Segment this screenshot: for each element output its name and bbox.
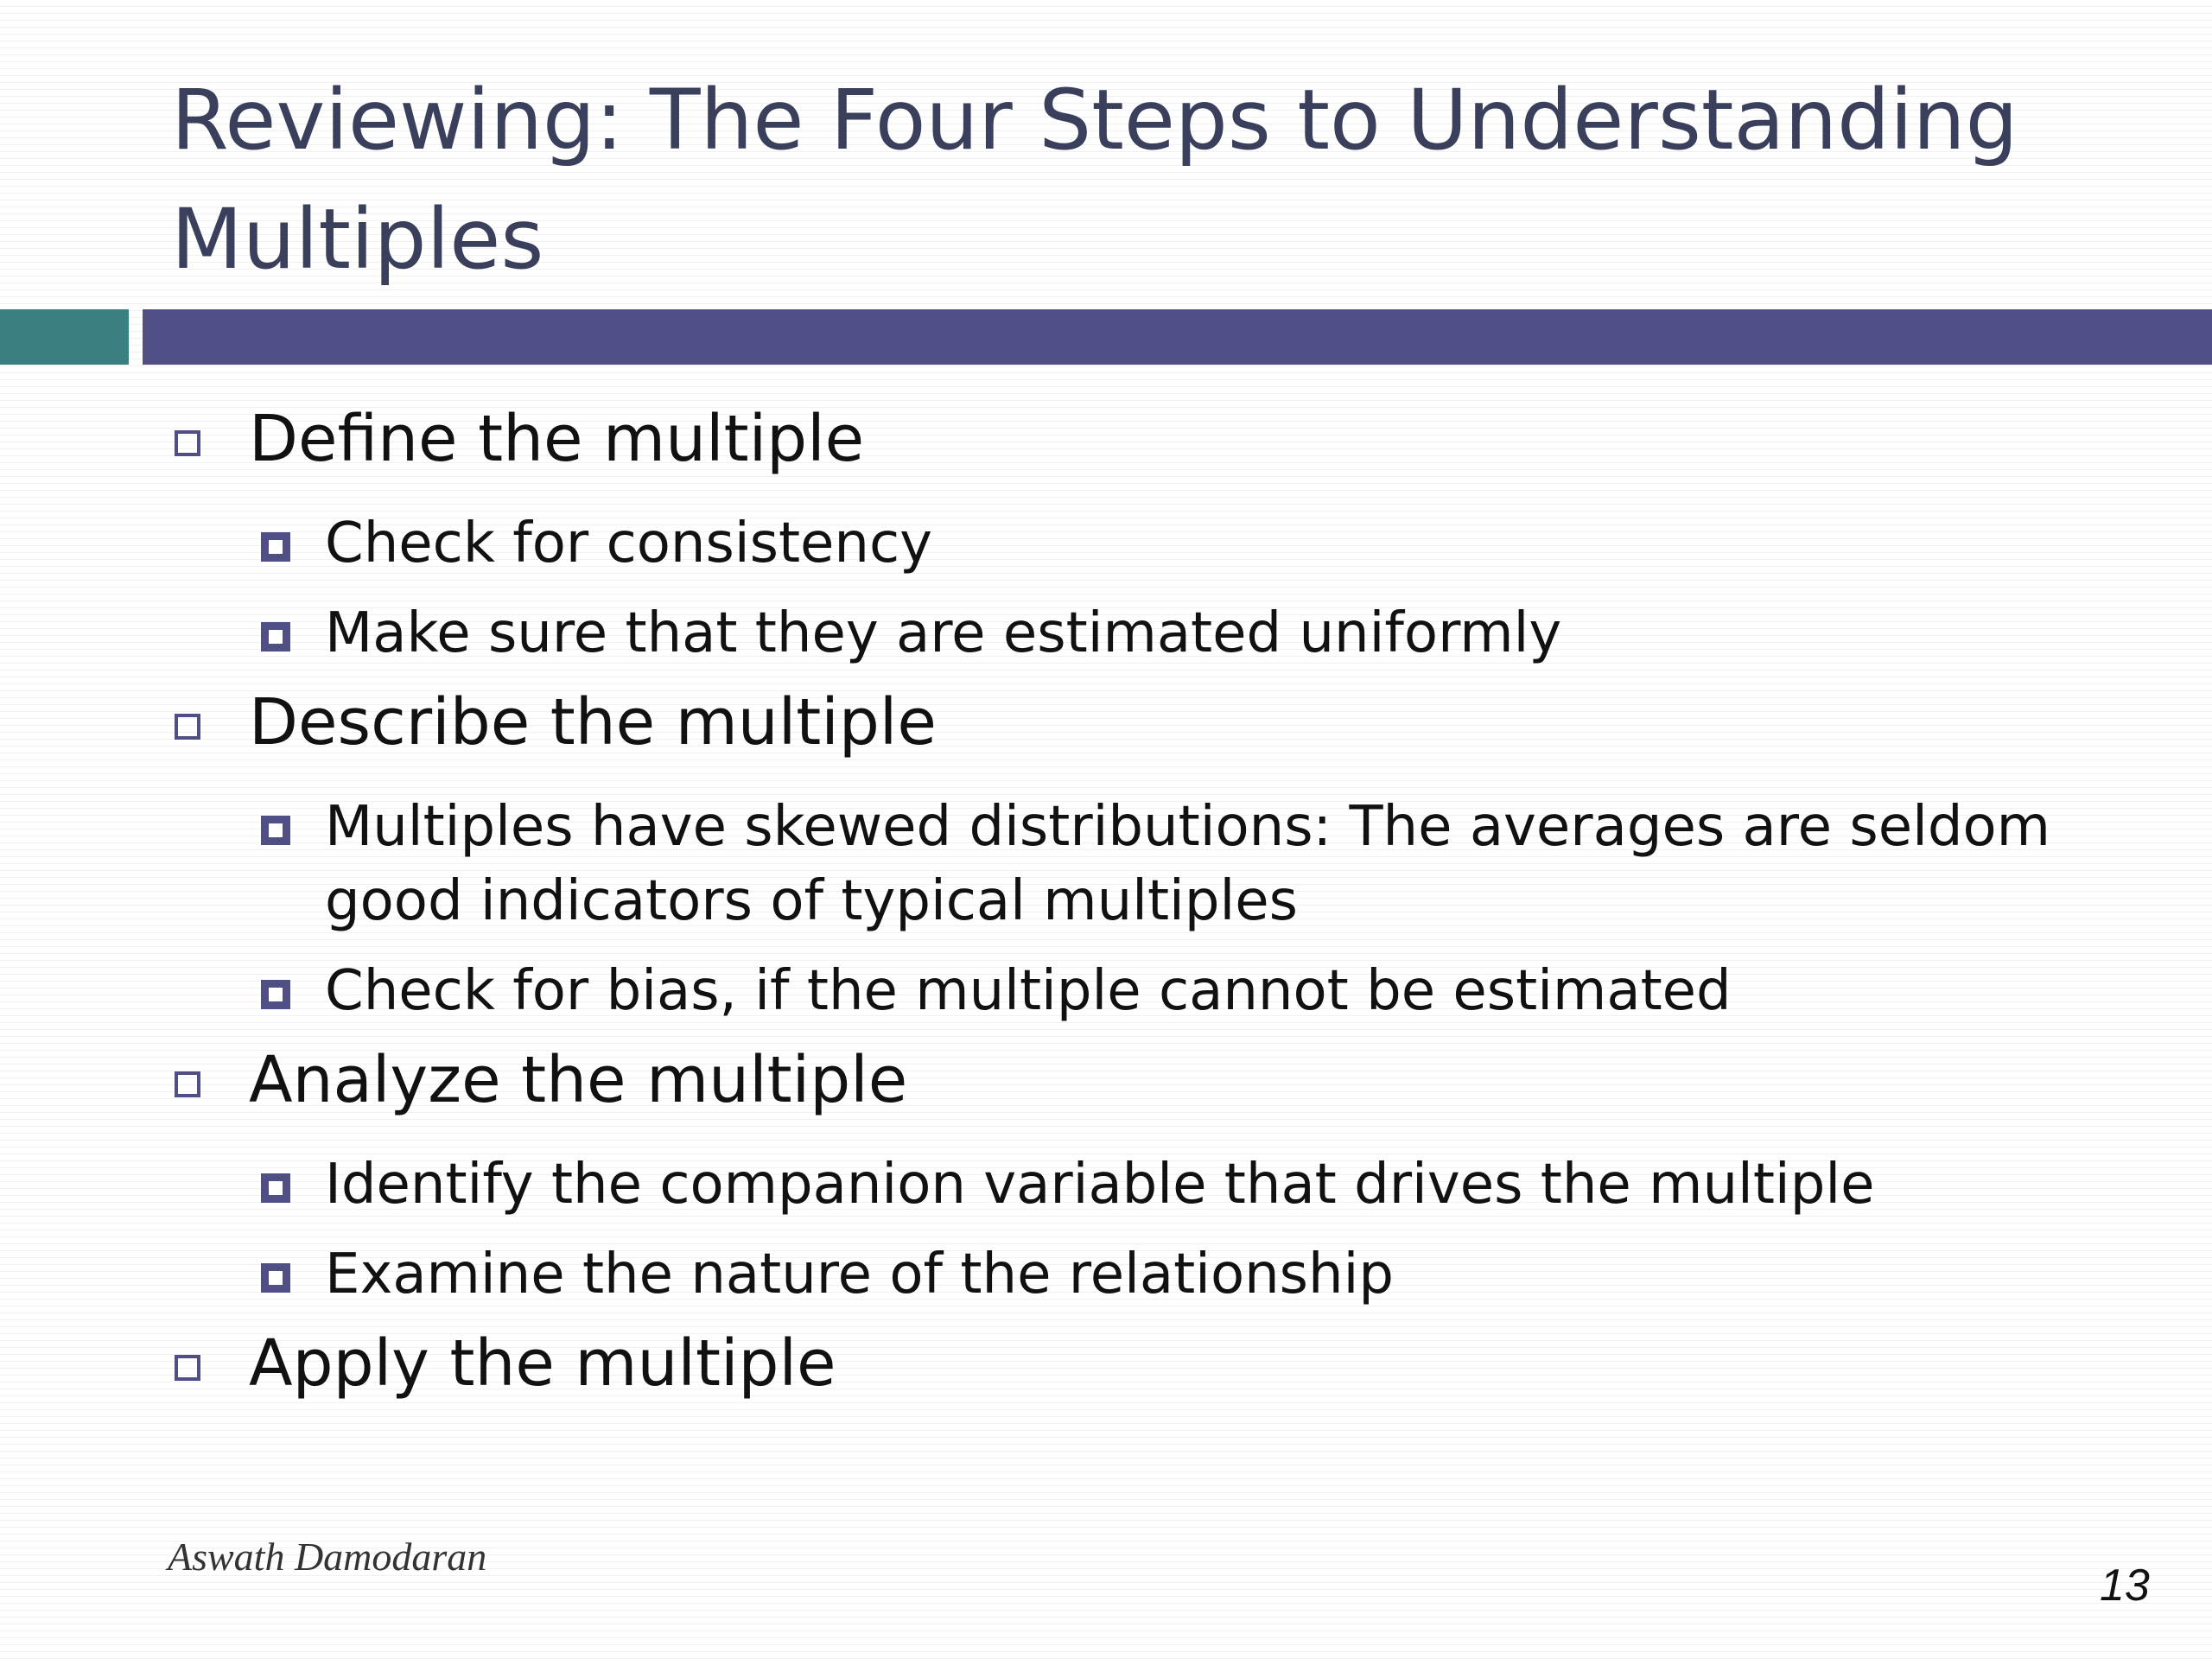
hollow-square-bullet-icon [175, 430, 200, 456]
sub-item: Check for bias, if the multiple cannot b… [261, 954, 2157, 1028]
step-item: Analyze the multiple [169, 1028, 2157, 1132]
hollow-square-bullet-icon [175, 1355, 200, 1381]
step-label: Apply the multiple [249, 1326, 836, 1401]
filled-square-bullet-icon [261, 622, 290, 652]
bullet-list: Define the multiple Check for consistenc… [169, 387, 2157, 1415]
filled-square-bullet-icon [261, 980, 290, 1009]
filled-square-bullet-icon [261, 816, 290, 845]
sub-item: Check for consistency [261, 506, 2157, 581]
step-item: Describe the multiple [169, 671, 2157, 774]
hollow-square-bullet-icon [175, 1071, 200, 1097]
accent-bar-teal [0, 309, 129, 365]
step-label: Describe the multiple [249, 685, 937, 760]
sub-item-text: Check for consistency [325, 512, 933, 575]
sub-item: Examine the nature of the relationship [261, 1237, 2157, 1312]
sub-list: Check for consistency Make sure that the… [261, 506, 2157, 671]
footer-author: Aswath Damodaran [168, 1535, 487, 1579]
sub-item-text: Make sure that they are estimated unifor… [325, 601, 1562, 665]
sub-item-text: Identify the companion variable that dri… [325, 1153, 1875, 1217]
page-number: 13 [2100, 1560, 2150, 1611]
sub-list: Identify the companion variable that dri… [261, 1147, 2157, 1312]
filled-square-bullet-icon [261, 1263, 290, 1293]
filled-square-bullet-icon [261, 1173, 290, 1203]
sub-item: Identify the companion variable that dri… [261, 1147, 2157, 1222]
sub-item-text: Multiples have skewed distributions: The… [325, 795, 2050, 933]
step-item: Define the multiple [169, 387, 2157, 491]
slide-title: Reviewing: The Four Steps to Understandi… [171, 72, 2018, 288]
sub-item-text: Examine the nature of the relationship [325, 1243, 1394, 1306]
sub-list: Multiples have skewed distributions: The… [261, 790, 2157, 1028]
step-label: Define the multiple [249, 402, 865, 476]
sub-item: Multiples have skewed distributions: The… [261, 790, 2157, 938]
filled-square-bullet-icon [261, 532, 290, 562]
sub-item-text: Check for bias, if the multiple cannot b… [325, 959, 1732, 1023]
step-label: Analyze the multiple [249, 1043, 908, 1117]
title-underline-bar [143, 309, 2212, 365]
step-item: Apply the multiple [169, 1312, 2157, 1415]
hollow-square-bullet-icon [175, 714, 200, 740]
sub-item: Make sure that they are estimated unifor… [261, 596, 2157, 671]
